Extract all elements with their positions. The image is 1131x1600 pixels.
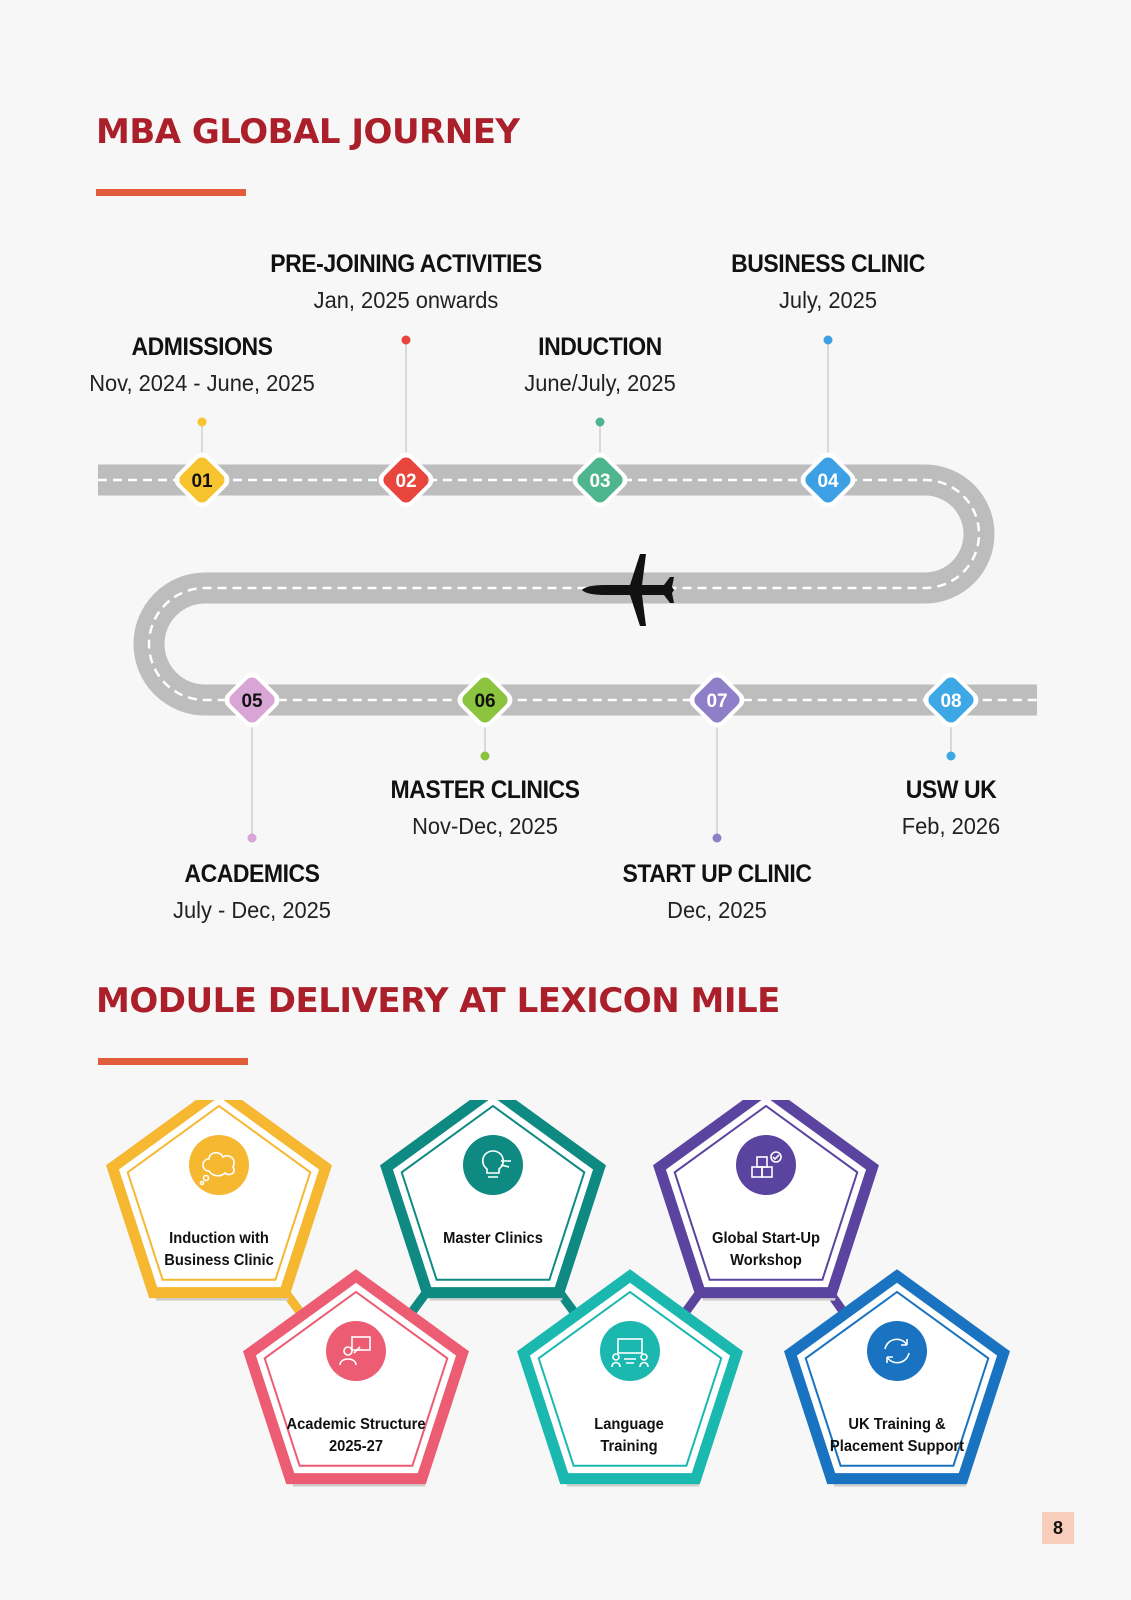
milestone-dot [712,833,722,843]
milestone-label-07: START UP CLINIC Dec, 2025 [557,860,877,924]
milestone-date: June/July, 2025 [524,370,676,396]
milestone-marker-02: 02 [378,452,434,508]
modules-title: MODULE DELIVERY AT LEXICON MILE [96,981,780,1021]
journey-title-underline [96,189,246,196]
milestone-marker-07: 07 [689,672,745,728]
milestone-number: 08 [940,691,961,712]
milestone-number: 06 [474,691,495,712]
milestone-date: Feb, 2026 [901,813,1001,839]
milestone-date: Jan, 2025 onwards [313,287,499,313]
module-label-1: Induction with Business Clinic [164,1230,274,1269]
milestone-title: USW UK [905,776,997,804]
thought-bubble-icon [189,1135,249,1195]
module-pentagon-3 [380,1100,606,1301]
milestone-label-05: ACADEMICS July - Dec, 2025 [92,860,412,924]
module-label-6: UK Training & Placement Support [829,1416,965,1455]
journey-road-map: 01 02 03 04 05 06 07 08 [98,335,1037,843]
milestone-number: 07 [706,691,727,712]
module-pentagon-5 [653,1100,879,1301]
milestone-number: 04 [817,471,839,492]
milestone-number: 05 [241,691,263,712]
milestone-dot [247,833,257,843]
milestone-label-02: PRE-JOINING ACTIVITIES Jan, 2025 onwards [246,250,566,314]
airplane-icon [582,554,674,626]
milestone-date: July, 2025 [779,287,877,313]
milestone-dot [480,751,490,761]
milestone-marker-03: 03 [572,452,628,508]
milestone-title: ADMISSIONS [131,333,273,361]
milestone-label-08: USW UK Feb, 2026 [791,776,1111,840]
milestone-title: PRE-JOINING ACTIVITIES [270,250,542,278]
milestone-date: July - Dec, 2025 [173,897,331,923]
milestone-number: 01 [191,471,213,492]
milestone-title: START UP CLINIC [622,860,812,888]
milestone-dot [197,417,207,427]
milestone-label-04: BUSINESS CLINIC July, 2025 [668,250,988,314]
startup-blocks-icon [736,1135,796,1195]
milestone-dot [401,335,411,345]
milestone-marker-05: 05 [224,672,280,728]
module-pentagon-6 [784,1269,1010,1487]
milestone-marker-08: 08 [923,672,979,728]
milestone-dot [946,751,956,761]
module-label-5: Global Start-Up Workshop [712,1230,820,1269]
milestone-label-01: ADMISSIONS Nov, 2024 - June, 2025 [42,333,362,397]
milestone-marker-01: 01 [174,452,230,508]
milestone-title: INDUCTION [538,333,662,361]
module-pentagon-1 [106,1100,332,1301]
module-label-2: Academic Structure 2025-27 [286,1416,426,1455]
milestone-date: Nov-Dec, 2025 [412,813,558,839]
module-label-3: Master Clinics [443,1230,543,1247]
milestone-marker-04: 04 [800,452,856,508]
module-pentagon-network [106,1100,1010,1487]
milestone-date: Dec, 2025 [667,897,767,923]
milestone-number: 03 [589,471,610,492]
journey-title: MBA GLOBAL JOURNEY [96,112,520,152]
group-discussion-icon [600,1321,660,1381]
presenter-board-icon [326,1321,386,1381]
lightbulb-gear-icon [463,1135,523,1195]
milestone-title: ACADEMICS [184,860,320,888]
milestone-date: Nov, 2024 - June, 2025 [89,370,315,396]
milestone-label-03: INDUCTION June/July, 2025 [440,333,760,397]
module-pentagon-4 [517,1269,743,1487]
milestone-dot [595,417,605,427]
refresh-cycle-icon [867,1321,927,1381]
milestone-title: MASTER CLINICS [390,776,580,804]
milestone-title: BUSINESS CLINIC [731,250,925,278]
page-number: 8 [1042,1512,1074,1544]
milestone-marker-06: 06 [457,672,513,728]
modules-title-underline [98,1058,248,1065]
road-center-line [98,478,1037,702]
road [98,464,1037,716]
milestone-number: 02 [395,471,416,492]
module-label-4: Language Training [594,1416,664,1455]
milestone-dot [823,335,833,345]
milestone-label-06: MASTER CLINICS Nov-Dec, 2025 [325,776,645,840]
module-pentagon-2 [243,1269,469,1487]
